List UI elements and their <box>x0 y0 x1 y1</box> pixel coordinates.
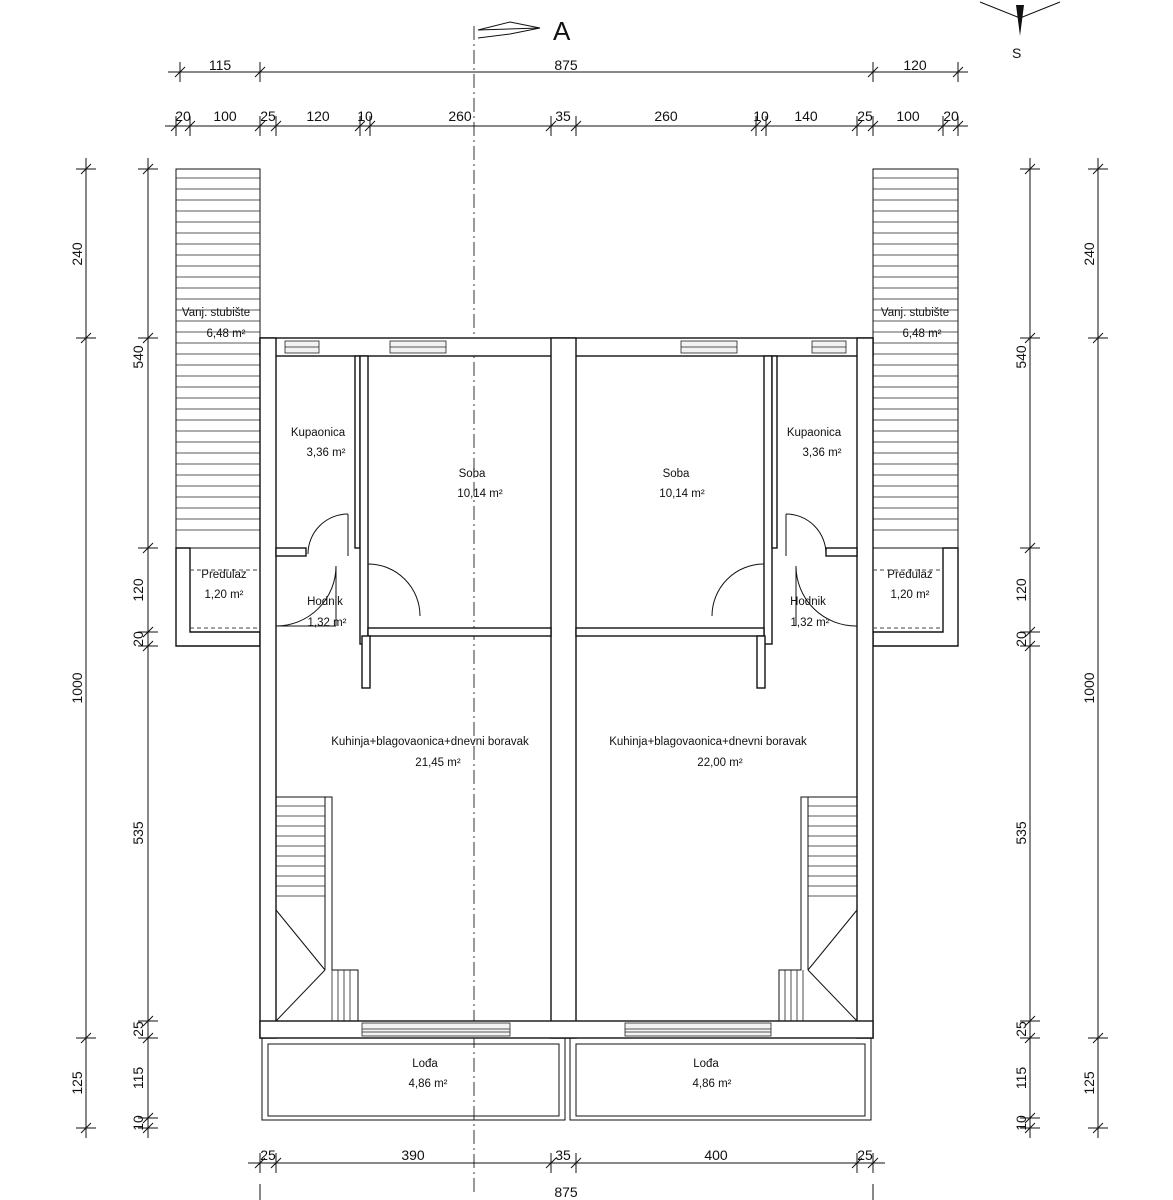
dim-top-detail-1: 20 <box>175 108 191 124</box>
dim-top-detail-10: 140 <box>794 108 818 124</box>
bottom-detail-dimension: 25 390 35 400 25 <box>248 1147 885 1173</box>
dim-top-detail-13: 20 <box>943 108 959 124</box>
room-area-living-right: 22,00 m² <box>697 757 743 769</box>
dim-right-outer-1: 240 <box>1081 242 1097 266</box>
room-name-bedroom-right: Soba <box>663 468 690 480</box>
windows-top <box>284 340 847 354</box>
room-name-loggia-right: Lođa <box>693 1058 719 1070</box>
room-area-bedroom-right: 10,14 m² <box>659 488 705 500</box>
right-outer-dimension: 240 1000 125 <box>1081 158 1108 1138</box>
dim-bottom-detail-4: 400 <box>704 1147 728 1163</box>
exterior-stairs-right <box>872 168 959 549</box>
room-area-hall-right: 1,32 m² <box>791 617 830 629</box>
interior-stairs-left <box>275 796 359 1022</box>
room-name-exterior-stairs-left: Vanj. stubište <box>182 307 250 319</box>
room-name-hall-right: Hodnik <box>790 596 826 608</box>
dim-top-detail-9: 10 <box>753 108 769 124</box>
room-area-living-left: 21,45 m² <box>415 757 461 769</box>
dim-top-detail-6: 260 <box>448 108 472 124</box>
dim-top-detail-11: 25 <box>857 108 873 124</box>
room-area-vestibule-left: 1,20 m² <box>205 589 244 601</box>
section-marker-label: A <box>553 16 571 46</box>
room-name-bathroom-left: Kupaonica <box>291 427 346 439</box>
section-marker: A <box>477 16 571 46</box>
dim-left-inner-6: 115 <box>130 1067 146 1090</box>
room-area-loggia-left: 4,86 m² <box>409 1078 448 1090</box>
dim-left-inner-2: 120 <box>130 578 146 602</box>
room-name-bedroom-left: Soba <box>459 468 486 480</box>
room-labels: Vanj. stubište 6,48 m² Kupaonica 3,36 m²… <box>182 307 949 1090</box>
dim-bottom-detail-1: 25 <box>260 1147 276 1163</box>
right-inner-dimension: 540 120 20 535 25 115 10 <box>1013 158 1040 1138</box>
interior-stairs-right <box>778 796 858 1022</box>
dim-right-inner-2: 120 <box>1013 578 1029 602</box>
dim-right-inner-4: 535 <box>1013 821 1029 845</box>
room-area-bathroom-right: 3,36 m² <box>803 447 842 459</box>
dim-right-inner-1: 540 <box>1013 345 1029 369</box>
bottom-overall-dimension: 875 <box>259 1184 874 1200</box>
windows-bottom <box>361 1022 772 1037</box>
room-area-exterior-stairs-left: 6,48 m² <box>207 328 246 340</box>
room-name-loggia-left: Lođa <box>412 1058 438 1070</box>
dim-top-overall-1: 115 <box>209 57 232 73</box>
dim-bottom-detail-3: 35 <box>555 1147 571 1163</box>
dim-left-inner-7: 10 <box>130 1115 146 1131</box>
dim-bottom-detail-5: 25 <box>857 1147 873 1163</box>
dim-right-outer-3: 125 <box>1081 1071 1097 1095</box>
room-name-bathroom-right: Kupaonica <box>787 427 842 439</box>
room-name-hall-left: Hodnik <box>307 596 343 608</box>
room-area-hall-left: 1,32 m² <box>308 617 347 629</box>
dim-left-inner-4: 535 <box>130 821 146 845</box>
room-area-vestibule-right: 1,20 m² <box>891 589 930 601</box>
dim-top-overall-3: 120 <box>903 57 927 73</box>
dim-top-detail-3: 25 <box>260 108 276 124</box>
dim-top-detail-8: 260 <box>654 108 678 124</box>
dim-right-inner-3: 20 <box>1013 631 1029 647</box>
room-area-loggia-right: 4,86 m² <box>693 1078 732 1090</box>
dim-left-inner-3: 20 <box>130 631 146 647</box>
room-area-exterior-stairs-right: 6,48 m² <box>903 328 942 340</box>
dim-top-overall-2: 875 <box>554 57 578 73</box>
exterior-stairs-left <box>175 168 261 549</box>
dim-top-detail-7: 35 <box>555 108 571 124</box>
left-inner-dimension: 540 120 20 535 25 115 10 <box>130 158 158 1138</box>
building-walls <box>259 337 874 1039</box>
dim-bottom-overall: 875 <box>554 1184 578 1200</box>
doors <box>190 513 943 629</box>
dim-top-detail-2: 100 <box>213 108 237 124</box>
dim-right-inner-7: 10 <box>1013 1115 1029 1131</box>
dim-bottom-detail-2: 390 <box>401 1147 425 1163</box>
room-name-living-left: Kuhinja+blagovaonica+dnevni boravak <box>331 736 529 748</box>
dim-top-detail-5: 10 <box>357 108 373 124</box>
top-detail-dimension: 20 100 25 120 10 260 35 260 10 140 25 10… <box>165 108 968 136</box>
dim-left-outer-3: 125 <box>69 1071 85 1095</box>
dim-right-outer-2: 1000 <box>1081 672 1097 703</box>
room-name-exterior-stairs-right: Vanj. stubište <box>881 307 949 319</box>
left-outer-dimension: 240 1000 125 <box>69 158 96 1138</box>
room-area-bathroom-left: 3,36 m² <box>307 447 346 459</box>
dim-left-inner-1: 540 <box>130 345 146 369</box>
room-name-vestibule-left: Predulaz <box>201 569 247 581</box>
compass: S <box>979 1 1061 61</box>
dim-left-outer-2: 1000 <box>69 672 85 703</box>
room-name-vestibule-right: Predulaz <box>887 569 933 581</box>
dim-top-detail-4: 120 <box>306 108 330 124</box>
dim-right-inner-5: 25 <box>1013 1021 1029 1037</box>
room-name-living-right: Kuhinja+blagovaonica+dnevni boravak <box>609 736 807 748</box>
compass-south-label: S <box>1012 45 1021 61</box>
dim-left-inner-5: 25 <box>130 1021 146 1037</box>
top-overall-dimension: 115 875 120 <box>168 57 968 82</box>
room-area-bedroom-left: 10,14 m² <box>457 488 503 500</box>
loggia-walls <box>261 1037 872 1121</box>
dim-left-outer-1: 240 <box>69 242 85 266</box>
dim-top-detail-12: 100 <box>896 108 920 124</box>
dim-right-inner-6: 115 <box>1013 1067 1029 1090</box>
